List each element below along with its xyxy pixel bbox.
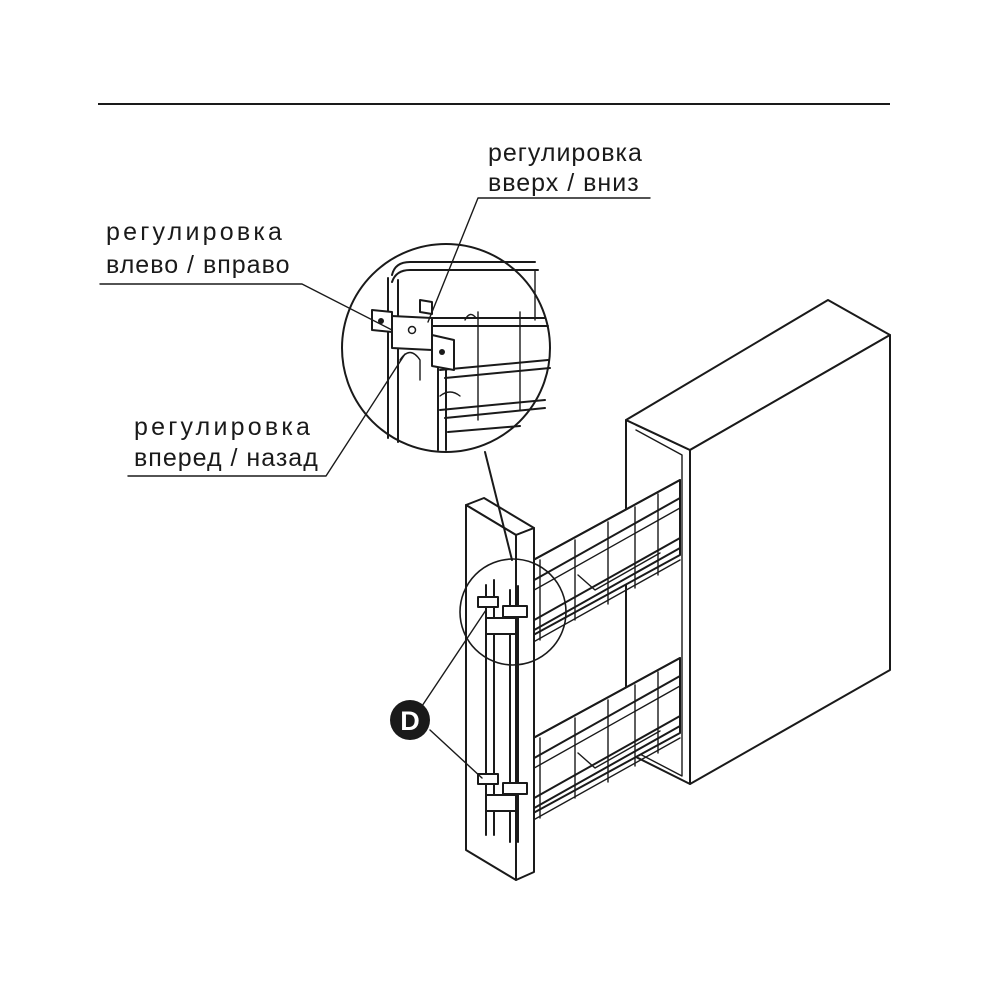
front-panel [465,497,535,881]
label-forward-back-line1: регулировка [134,413,313,441]
detail-bubble [341,243,551,561]
label-left-right: регулировка влево / вправо [106,218,290,279]
label-forward-back: регулировка вперед / назад [134,413,319,472]
leaders [99,197,651,779]
label-up-down-line2: вверх / вниз [488,169,640,197]
label-left-right-line2: влево / вправо [106,251,290,279]
callout-d-badge: D [390,700,430,740]
callout-d-letter: D [400,706,420,736]
basket-frame [477,579,528,843]
label-up-down: регулировка вверх / вниз [488,139,643,197]
basket-lower [514,657,681,824]
label-up-down-line1: регулировка [488,139,643,167]
detail-focus-circle [459,558,567,666]
label-left-right-line1: регулировка [106,218,285,246]
label-forward-back-line2: вперед / назад [134,444,319,472]
